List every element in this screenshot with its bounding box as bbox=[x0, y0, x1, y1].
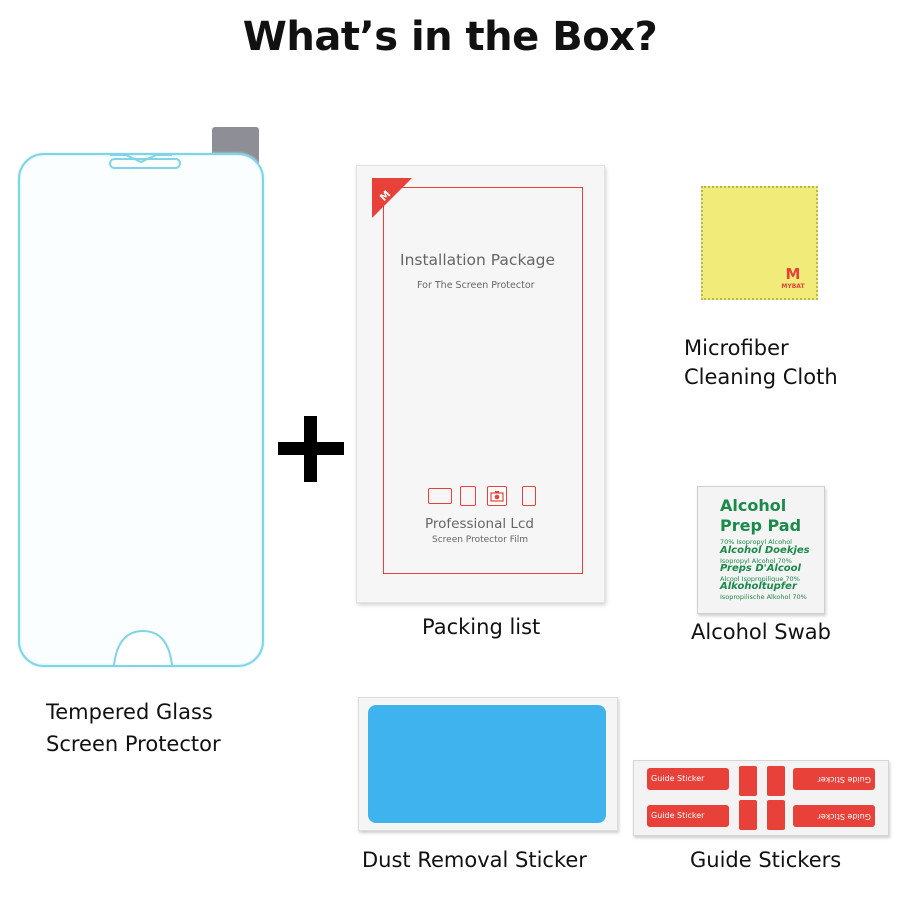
package-title2: Professional Lcd bbox=[425, 516, 534, 532]
guide-sticker: Guide Sticker bbox=[647, 768, 729, 790]
alcohol-swab bbox=[697, 486, 825, 614]
tablet-icon bbox=[460, 486, 476, 506]
camera-icon bbox=[487, 486, 507, 506]
mybat-logo-icon: M bbox=[785, 265, 801, 283]
swab-text: Prep Pad bbox=[720, 516, 802, 535]
guide-sticker: Guide Sticker bbox=[793, 805, 875, 827]
swab-caption: Alcohol Swab bbox=[691, 620, 831, 644]
guide-sticker bbox=[767, 800, 785, 830]
mybat-logo-icon: M bbox=[372, 178, 412, 218]
guide-caption: Guide Stickers bbox=[690, 848, 842, 872]
cloth-caption-line2: Cleaning Cloth bbox=[684, 365, 838, 389]
swab-text: Isopropyl Alcohol 70% bbox=[720, 557, 792, 565]
package-subtitle2: Screen Protector Film bbox=[432, 535, 528, 545]
package-caption: Packing list bbox=[422, 615, 541, 639]
glass-caption-line2: Screen Protector bbox=[46, 732, 221, 756]
installation-package bbox=[356, 165, 605, 603]
phone-icon bbox=[522, 486, 536, 506]
guide-sticker: Guide Sticker bbox=[793, 768, 875, 790]
guide-sticker-label: Guide Sticker bbox=[817, 812, 871, 821]
guide-sticker: Guide Sticker bbox=[647, 805, 729, 827]
swab-text: Preps D'Alcool bbox=[720, 563, 801, 574]
swab-text: Isopropilische Alkohol 70% bbox=[720, 593, 807, 601]
plus-icon-vertical bbox=[304, 416, 317, 482]
guide-sticker bbox=[767, 766, 785, 796]
package-subtitle: For The Screen Protector bbox=[417, 280, 535, 291]
guide-sticker bbox=[739, 766, 757, 796]
page-title: What’s in the Box? bbox=[242, 14, 658, 60]
microfiber-cloth bbox=[701, 186, 818, 300]
tempered-glass-protector bbox=[18, 153, 264, 667]
guide-sticker bbox=[739, 800, 757, 830]
monitor-icon bbox=[428, 488, 452, 504]
glass-cutouts bbox=[109, 154, 181, 666]
guide-sticker-label: Guide Sticker bbox=[817, 775, 871, 784]
package-red-frame bbox=[383, 187, 583, 574]
package-title: Installation Package bbox=[400, 251, 556, 269]
cloth-caption-line1: Microfiber bbox=[684, 336, 789, 360]
swab-text: Alcohol Doekjes bbox=[720, 545, 810, 556]
swab-text: Alcohol bbox=[720, 496, 787, 515]
dust-caption: Dust Removal Sticker bbox=[362, 848, 587, 872]
cloth-logo-text: MYBAT bbox=[781, 283, 805, 290]
guide-sticker-label: Guide Sticker bbox=[651, 774, 705, 783]
swab-text: Alkoholtupfer bbox=[720, 581, 797, 592]
dust-removal-sticker bbox=[368, 705, 606, 823]
swab-text: 70% Isopropyl Alcohol bbox=[720, 538, 792, 546]
glass-caption-line1: Tempered Glass bbox=[46, 700, 213, 724]
swab-text: Alcool Isopropilique 70% bbox=[720, 575, 800, 583]
guide-sticker-label: Guide Sticker bbox=[651, 811, 705, 820]
